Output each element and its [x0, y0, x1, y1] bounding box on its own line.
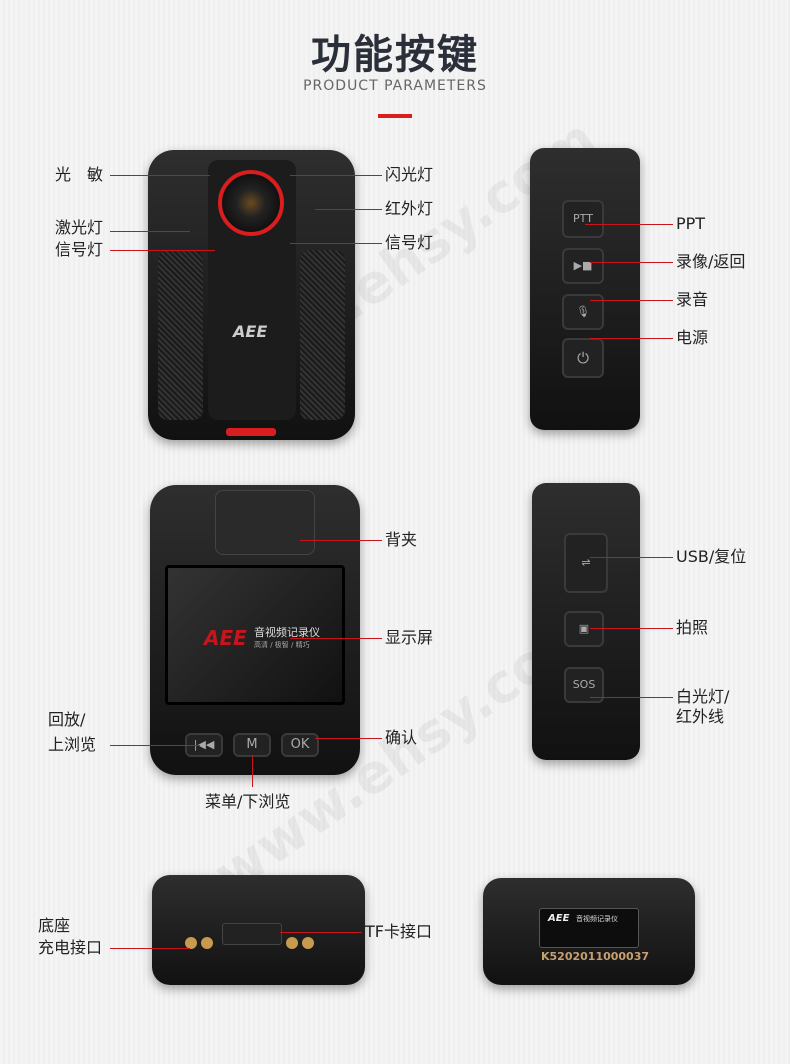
leader-line — [290, 638, 382, 639]
label-light-sensor: 光 敏 — [55, 165, 104, 184]
grip-right — [300, 250, 345, 420]
label-photo: 拍照 — [676, 618, 709, 637]
leader-line — [590, 628, 673, 629]
leader-line — [110, 745, 200, 746]
label-menu: 菜单/下浏览 — [205, 792, 291, 811]
plate-product: 音视频记录仪 — [576, 915, 618, 923]
grip-left — [158, 250, 203, 420]
label-clip: 背夹 — [385, 530, 418, 549]
red-indicator — [226, 428, 276, 436]
label-dock-2: 充电接口 — [38, 938, 103, 957]
back-clip — [215, 490, 315, 555]
label-ok: 确认 — [385, 728, 418, 747]
leader-line — [590, 557, 673, 558]
plate-logo: AEE — [548, 913, 570, 924]
label-flash: 闪光灯 — [385, 165, 434, 184]
charge-pin — [201, 937, 213, 949]
leader-line — [280, 932, 362, 933]
screen-product: 音视频记录仪 — [254, 626, 320, 639]
leader-line — [300, 540, 382, 541]
label-usb: USB/复位 — [676, 547, 747, 566]
leader-line — [110, 250, 215, 251]
leader-line — [290, 243, 382, 244]
camera-front: AEE — [148, 150, 355, 440]
camera-back: AEE 音视频记录仪 高清 / 极智 / 精巧 |◀◀ M OK — [150, 485, 360, 775]
leader-line — [315, 209, 382, 210]
label-screen: 显示屏 — [385, 628, 434, 647]
serial-number: K5202011000037 — [541, 950, 650, 963]
leader-line — [585, 224, 673, 225]
usb-port-cover[interactable]: ⇌ — [564, 533, 608, 593]
label-laser: 激光灯 — [55, 218, 104, 237]
leader-line — [590, 262, 673, 263]
charge-pin — [302, 937, 314, 949]
leader-line — [110, 948, 190, 949]
label-light-2: 红外线 — [676, 707, 725, 726]
label-dock-1: 底座 — [38, 916, 71, 935]
screen-tagline: 高清 / 极智 / 精巧 — [254, 641, 310, 649]
page-title: 功能按键 — [311, 32, 479, 78]
leader-line — [590, 338, 673, 339]
label-audio: 录音 — [676, 290, 709, 309]
label-signal-right: 信号灯 — [385, 233, 434, 252]
camera-side-b: ⇌ ▣ SOS — [532, 483, 640, 760]
label-playback-2: 上浏览 — [48, 735, 97, 754]
leader-line — [590, 300, 673, 301]
camera-bottom — [152, 875, 365, 985]
camera-lens — [218, 170, 284, 236]
camera-side-a: PTT ▶■ 🎙 ⏻ — [530, 148, 640, 430]
label-tf: TF卡接口 — [365, 922, 432, 941]
page-subtitle: PRODUCT PARAMETERS — [303, 78, 487, 94]
camera-top: AEE 音视频记录仪 K5202011000037 — [483, 878, 695, 985]
menu-button[interactable]: M — [233, 733, 271, 757]
leader-line — [590, 697, 673, 698]
ptt-button[interactable]: PTT — [562, 200, 604, 238]
photo-button[interactable]: ▣ — [564, 611, 604, 647]
title-underline — [378, 114, 412, 118]
leader-line — [290, 175, 382, 176]
label-light-1: 白光灯/ — [676, 687, 730, 706]
ok-button[interactable]: OK — [281, 733, 319, 757]
brand-logo: AEE — [233, 322, 268, 341]
leader-line — [252, 755, 253, 787]
tf-slot — [222, 923, 282, 945]
leader-line — [110, 175, 210, 176]
nameplate: AEE 音视频记录仪 — [539, 908, 639, 948]
label-record: 录像/返回 — [676, 252, 746, 271]
display-screen: AEE 音视频记录仪 高清 / 极智 / 精巧 — [165, 565, 345, 705]
leader-line — [315, 738, 382, 739]
label-infrared: 红外灯 — [385, 199, 434, 218]
leader-line — [110, 231, 190, 232]
label-power: 电源 — [676, 328, 709, 347]
record-button[interactable]: ▶■ — [562, 248, 604, 284]
charge-pin — [185, 937, 197, 949]
label-signal-left: 信号灯 — [55, 240, 104, 259]
charge-pin — [286, 937, 298, 949]
power-button[interactable]: ⏻ — [562, 338, 604, 378]
screen-logo: AEE — [204, 626, 247, 650]
label-ptt: PPT — [676, 214, 706, 233]
label-playback-1: 回放/ — [48, 710, 86, 729]
